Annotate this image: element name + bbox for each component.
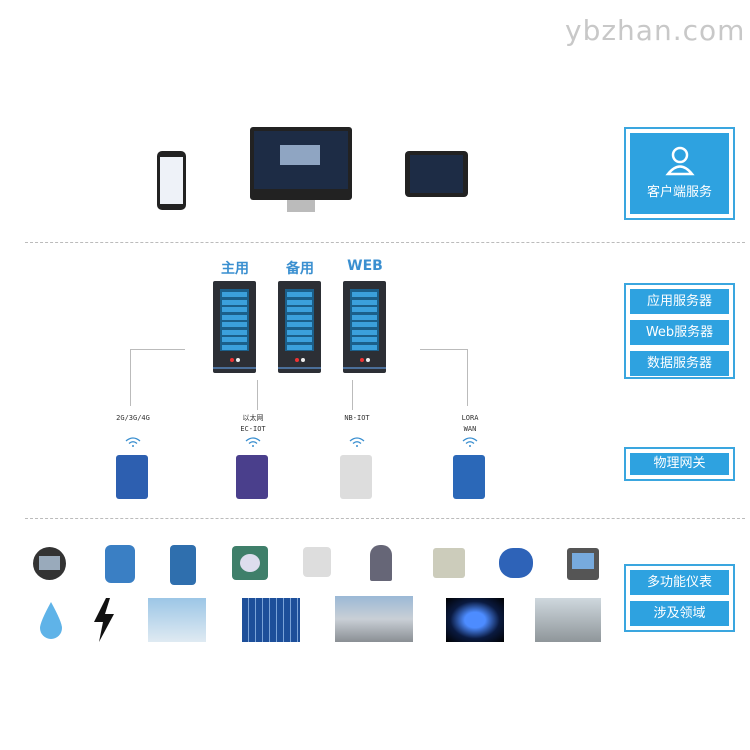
water-meter-icon bbox=[232, 546, 268, 580]
flowmeter-icon bbox=[105, 545, 135, 583]
meters-label: 多功能仪表 bbox=[630, 570, 729, 595]
server-rack-icon bbox=[343, 281, 386, 373]
desktop-monitor-icon bbox=[250, 127, 352, 200]
user-icon bbox=[664, 146, 695, 176]
pressure-gauge-icon bbox=[370, 545, 392, 581]
tablet-icon bbox=[405, 151, 468, 197]
wifi-icon bbox=[349, 437, 365, 447]
connector-line bbox=[257, 380, 258, 410]
water-drop-icon bbox=[40, 602, 62, 639]
gateway-device-icon bbox=[340, 455, 372, 499]
smartphone-icon bbox=[157, 151, 186, 210]
lightning-icon bbox=[94, 598, 114, 642]
gateway-protocol-label: 以太网 EC-IOT bbox=[223, 413, 283, 435]
protocol-line1: LORA bbox=[461, 414, 479, 422]
server-label-primary: 主用 bbox=[221, 261, 249, 277]
connector-line bbox=[467, 349, 468, 406]
solar-panel-image bbox=[242, 598, 300, 642]
substation-image bbox=[535, 598, 601, 642]
camera-sensor-icon bbox=[303, 547, 331, 577]
server-label-backup: 备用 bbox=[286, 261, 314, 277]
data-server-label: 数据服务器 bbox=[630, 351, 729, 376]
gateway-label: 物理网关 bbox=[630, 453, 729, 475]
connector-line bbox=[352, 380, 353, 410]
digital-meter-icon bbox=[33, 547, 66, 580]
power-meter-icon bbox=[567, 548, 599, 580]
app-server-label: 应用服务器 bbox=[630, 289, 729, 314]
client-service-label: 客户端服务 bbox=[646, 185, 712, 200]
gateway-device-icon bbox=[453, 455, 485, 499]
divider bbox=[25, 242, 745, 243]
watermark: ybzhan.com bbox=[565, 14, 746, 47]
wifi-icon bbox=[462, 437, 478, 447]
gas-meter-icon bbox=[433, 548, 465, 578]
protocol-line1: NB-IOT bbox=[344, 414, 370, 422]
gas-flame-image bbox=[446, 598, 504, 642]
protocol-line1: 以太网 bbox=[242, 414, 264, 422]
gateway-device-icon bbox=[236, 455, 268, 499]
meters-panel: 多功能仪表 涉及领域 bbox=[624, 564, 735, 632]
divider bbox=[25, 518, 745, 519]
monitor-stand bbox=[287, 200, 315, 212]
client-service-panel: 客户端服务 bbox=[624, 127, 735, 220]
wifi-icon bbox=[245, 437, 261, 447]
gateway-device-icon bbox=[116, 455, 148, 499]
gateway-protocol-label: 2G/3G/4G bbox=[103, 413, 163, 424]
gateway-protocol-label: NB-IOT bbox=[327, 413, 387, 424]
protocol-line1: 2G/3G/4G bbox=[116, 414, 150, 422]
pressure-transmitter-icon bbox=[170, 545, 196, 585]
server-rack-icon bbox=[278, 281, 321, 373]
oil-tank-image bbox=[335, 596, 413, 642]
wifi-icon bbox=[125, 437, 141, 447]
wind-power-image bbox=[148, 598, 206, 642]
gateway-protocol-label: LORA WAN bbox=[440, 413, 500, 435]
protocol-line2: EC-IOT bbox=[240, 425, 266, 433]
connector-line bbox=[130, 349, 185, 350]
server-label-web: WEB bbox=[347, 258, 383, 274]
gateway-panel: 物理网关 bbox=[624, 447, 735, 481]
connector-line bbox=[420, 349, 467, 350]
server-panel: 应用服务器 Web服务器 数据服务器 bbox=[624, 283, 735, 379]
water-meter-blue-icon bbox=[499, 548, 533, 578]
web-server-label: Web服务器 bbox=[630, 320, 729, 345]
domains-label: 涉及领域 bbox=[630, 601, 729, 626]
connector-line bbox=[130, 349, 131, 406]
server-rack-icon bbox=[213, 281, 256, 373]
protocol-line2: WAN bbox=[463, 425, 477, 433]
